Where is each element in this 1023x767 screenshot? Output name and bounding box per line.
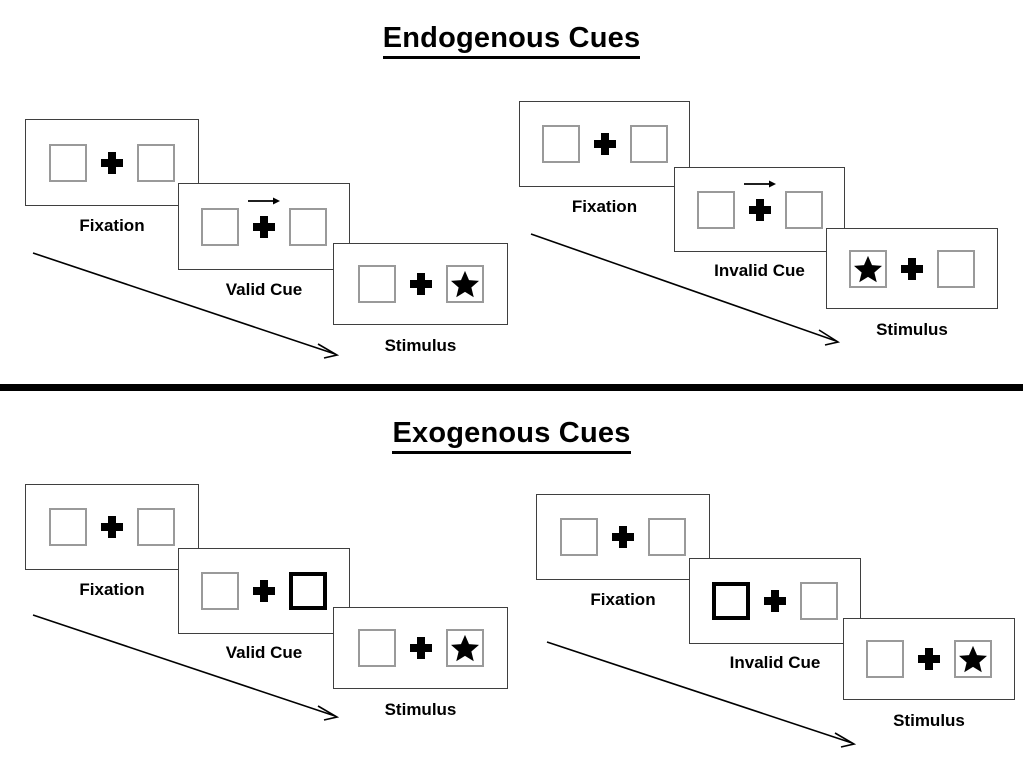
fixation-cross-icon <box>743 180 776 221</box>
caption-exogenous-valid-fixation: Fixation <box>79 580 145 599</box>
trial-frame-exogenous-valid-cue <box>178 548 350 634</box>
caption-exogenous-invalid-stimulus: Stimulus <box>893 711 965 730</box>
left-box-exogenous-invalid-stimulus <box>866 640 904 678</box>
trial-frame-exogenous-invalid-fixation <box>536 494 710 580</box>
trial-frame-exogenous-invalid-cue <box>689 558 861 644</box>
star-icon <box>959 645 987 673</box>
fixation-cross-icon <box>764 590 786 612</box>
right-box-endogenous-valid-fixation <box>137 143 175 182</box>
fixation-cross-icon <box>253 580 275 602</box>
star-icon <box>450 270 479 298</box>
caption-endogenous-invalid-fixation: Fixation <box>571 197 638 216</box>
trial-frame-endogenous-valid-cue <box>178 183 350 270</box>
section-divider <box>0 384 1023 391</box>
section-title-exogenous-text: Exogenous Cues <box>392 417 631 454</box>
right-box-endogenous-invalid-fixation <box>629 125 668 163</box>
arrow-right-icon <box>248 197 280 204</box>
left-box-endogenous-invalid-cue <box>696 190 735 229</box>
caption-endogenous-valid-fixation: Fixation <box>79 216 145 235</box>
left-box-exogenous-invalid-cue-highlighted <box>712 582 750 620</box>
trial-frame-exogenous-valid-stimulus <box>333 607 508 689</box>
trial-frame-endogenous-invalid-cue <box>674 167 845 252</box>
section-title-exogenous: Exogenous Cues <box>0 417 1023 454</box>
left-box-endogenous-valid-cue <box>201 207 239 246</box>
left-box-endogenous-valid-stimulus <box>357 265 396 303</box>
fixation-cross-icon <box>901 257 923 280</box>
caption-endogenous-invalid-stimulus: Stimulus <box>876 320 948 339</box>
caption-exogenous-invalid-cue: Invalid Cue <box>729 653 821 672</box>
trial-frame-exogenous-valid-fixation <box>25 484 199 570</box>
left-box-exogenous-valid-cue <box>201 572 239 610</box>
right-box-exogenous-valid-cue-highlighted <box>289 572 327 610</box>
caption-exogenous-invalid-fixation: Fixation <box>590 590 656 609</box>
trial-frame-endogenous-valid-fixation <box>25 119 199 206</box>
left-box-endogenous-invalid-stimulus <box>849 249 887 288</box>
left-box-exogenous-valid-stimulus <box>357 629 396 667</box>
right-box-endogenous-valid-stimulus <box>445 265 484 303</box>
trial-frame-endogenous-valid-stimulus <box>333 243 508 325</box>
left-box-endogenous-valid-fixation <box>49 143 87 182</box>
fixation-cross-icon <box>101 151 123 174</box>
fixation-cross-icon <box>409 637 432 659</box>
arrow-right-icon <box>743 180 776 187</box>
star-icon <box>854 255 882 282</box>
caption-endogenous-valid-stimulus: Stimulus <box>384 336 457 355</box>
left-box-exogenous-invalid-fixation <box>560 518 598 556</box>
fixation-cross-icon <box>918 648 940 670</box>
left-box-exogenous-valid-fixation <box>49 508 87 546</box>
right-box-exogenous-valid-stimulus <box>445 629 484 667</box>
caption-endogenous-valid-cue: Valid Cue <box>225 280 303 299</box>
trial-frame-endogenous-invalid-stimulus <box>826 228 998 309</box>
left-box-endogenous-invalid-fixation <box>541 125 580 163</box>
fixation-cross-icon <box>612 526 634 548</box>
right-box-exogenous-invalid-stimulus <box>954 640 992 678</box>
trial-frame-exogenous-invalid-stimulus <box>843 618 1015 700</box>
trial-frame-endogenous-invalid-fixation <box>519 101 690 187</box>
fixation-cross-icon <box>101 516 123 538</box>
right-box-endogenous-invalid-cue <box>784 190 823 229</box>
right-box-exogenous-invalid-fixation <box>648 518 686 556</box>
fixation-cross-icon <box>248 197 280 238</box>
right-box-exogenous-valid-fixation <box>137 508 175 546</box>
caption-endogenous-invalid-cue: Invalid Cue <box>714 261 805 280</box>
section-title-endogenous: Endogenous Cues <box>0 22 1023 59</box>
caption-exogenous-valid-stimulus: Stimulus <box>384 700 457 719</box>
right-box-endogenous-valid-cue <box>289 207 327 246</box>
fixation-cross-icon <box>593 133 616 155</box>
star-icon <box>450 634 479 662</box>
section-title-endogenous-text: Endogenous Cues <box>382 22 641 59</box>
right-box-endogenous-invalid-stimulus <box>937 249 975 288</box>
fixation-cross-icon <box>409 273 432 295</box>
caption-exogenous-valid-cue: Valid Cue <box>225 643 303 662</box>
right-box-exogenous-invalid-cue <box>800 582 838 620</box>
